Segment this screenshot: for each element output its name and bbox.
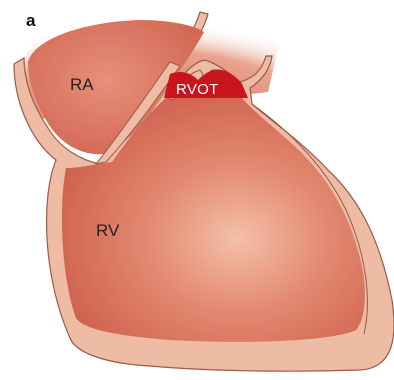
ra-label: RA	[70, 75, 94, 94]
panel-letter: a	[26, 11, 36, 30]
rvot-label: RVOT	[176, 81, 219, 98]
rv-label: RV	[96, 221, 120, 240]
